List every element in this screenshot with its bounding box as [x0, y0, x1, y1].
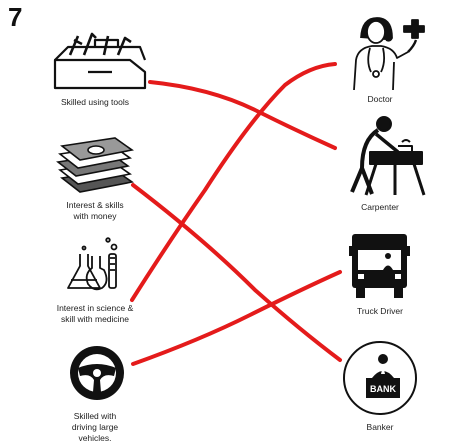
lab-flasks-icon — [67, 237, 118, 291]
doctor-icon — [353, 17, 425, 91]
match-line — [131, 183, 342, 362]
left-label-tools: Skilled using tools — [60, 97, 130, 107]
right-label-doctor: Doctor — [367, 94, 393, 104]
banker-icon: BANK — [343, 341, 417, 415]
match-line — [130, 62, 337, 302]
left-label-science: Interest in science & skill with medicin… — [56, 303, 134, 324]
left-label-money: Interest & skills with money — [66, 200, 124, 221]
bank-sign: BANK — [370, 384, 396, 394]
right-label-truck-driver: Truck Driver — [357, 306, 403, 316]
right-label-carpenter: Carpenter — [361, 202, 399, 212]
truck-icon — [349, 234, 410, 298]
money-stack-icon — [56, 137, 134, 193]
match-line — [131, 270, 342, 366]
question-number: 7 — [8, 2, 23, 32]
right-label-banker: Banker — [366, 422, 394, 432]
left-label-driving: Skilled with driving large vehicles. — [71, 411, 119, 443]
steering-wheel-icon — [70, 346, 124, 400]
match-line — [148, 80, 337, 150]
carpenter-icon — [350, 116, 426, 196]
toolbox-icon — [53, 32, 147, 90]
